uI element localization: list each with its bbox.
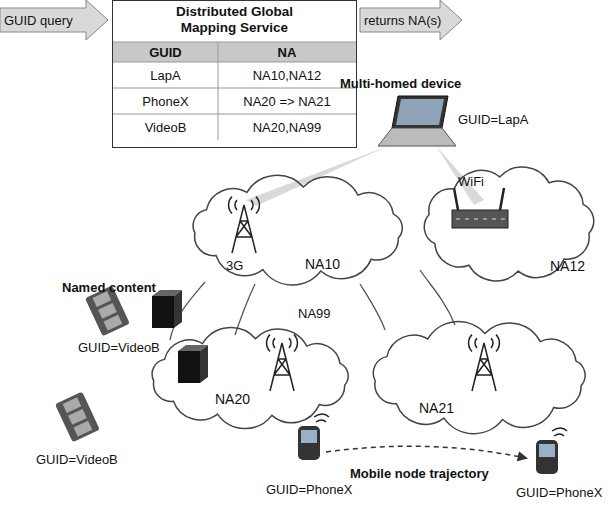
query-arrow	[0, 0, 108, 40]
table-header	[113, 42, 356, 62]
return-arrow	[360, 0, 462, 40]
wifi-router-icon	[452, 188, 508, 228]
server-icon	[152, 290, 182, 328]
table-cell: LapA	[113, 68, 218, 83]
guid-label: GUID=VideoB	[36, 452, 118, 467]
table-cell: NA20,NA99	[218, 120, 356, 135]
table-cell: PhoneX	[113, 94, 218, 109]
network-label: NA21	[419, 400, 454, 416]
network-cloud: NA20	[135, 325, 365, 430]
network-label: NA10	[305, 256, 340, 272]
link-label: WiFi	[458, 174, 484, 189]
table-cell: NA	[218, 45, 356, 60]
video-icon	[55, 392, 100, 443]
guid-label: GUID=VideoB	[78, 340, 160, 355]
network-label: NA20	[215, 391, 250, 407]
table-cell: NA10,NA12	[218, 68, 356, 83]
table-cell: NA20 => NA21	[218, 94, 356, 109]
table-cell: VideoB	[113, 120, 218, 135]
guid-label: GUID=LapA	[458, 112, 528, 127]
cloud-outline	[135, 325, 365, 430]
cloud-outline	[355, 318, 603, 436]
phone-icon	[536, 428, 567, 474]
callout-title: Multi-homed device	[340, 76, 461, 91]
guid-label: GUID=PhoneX	[266, 482, 352, 497]
guid-label: GUID=PhoneX	[516, 485, 602, 500]
arrow-label: returns NA(s)	[364, 13, 441, 28]
network-cloud: NA10	[175, 172, 420, 287]
table-title: Distributed Global Mapping Service	[113, 4, 356, 36]
cloud-outline	[175, 172, 420, 287]
server-icon	[178, 345, 208, 383]
table-cell: GUID	[113, 45, 218, 60]
network-label: NA12	[550, 258, 585, 274]
wireless-beam	[436, 146, 484, 205]
network-label: NA99	[298, 306, 331, 321]
network-cloud: NA21	[355, 318, 603, 436]
callout-title: Named content	[62, 280, 156, 295]
network-cloud: NA12	[412, 160, 606, 288]
callout-title: Mobile node trajectory	[350, 466, 489, 481]
antenna-tower	[267, 335, 298, 391]
arrow-label: GUID query	[4, 13, 73, 28]
antenna-tower	[469, 335, 500, 391]
table-grid	[113, 42, 356, 140]
laptop-icon	[378, 96, 456, 146]
link-label: 3G	[226, 258, 243, 273]
network-link	[170, 270, 455, 340]
antenna-tower	[229, 197, 260, 253]
trajectory-line	[326, 446, 526, 458]
